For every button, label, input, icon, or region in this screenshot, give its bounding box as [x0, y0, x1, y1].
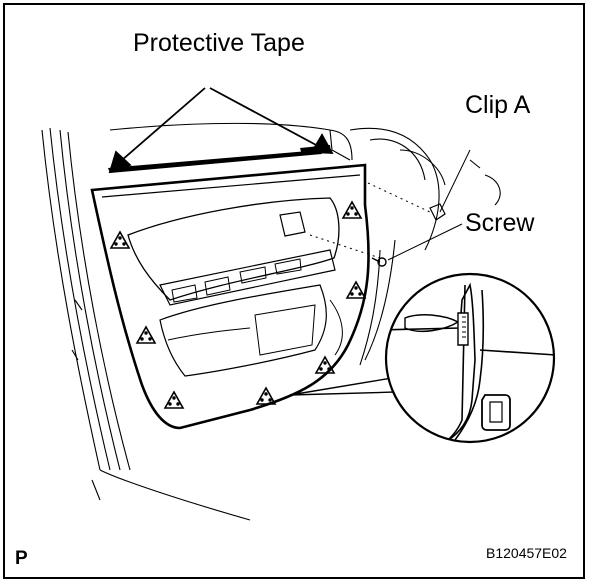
figure-code: B120457E02 — [486, 545, 567, 561]
clip-a-leader — [367, 149, 471, 221]
clip-marker-icon — [110, 201, 366, 409]
protective-tape-label: Protective Tape — [133, 29, 305, 57]
door-frame-lines — [41, 122, 501, 521]
screw-icon — [309, 223, 463, 267]
detail-magnifier — [289, 272, 556, 444]
arrow-icon — [108, 87, 334, 174]
screw-label: Screw — [465, 209, 535, 237]
protective-tape-strips — [108, 145, 331, 173]
door-trim-panel — [90, 163, 370, 430]
clip-a-label: Clip A — [465, 91, 531, 119]
view-marker: P — [15, 548, 28, 569]
